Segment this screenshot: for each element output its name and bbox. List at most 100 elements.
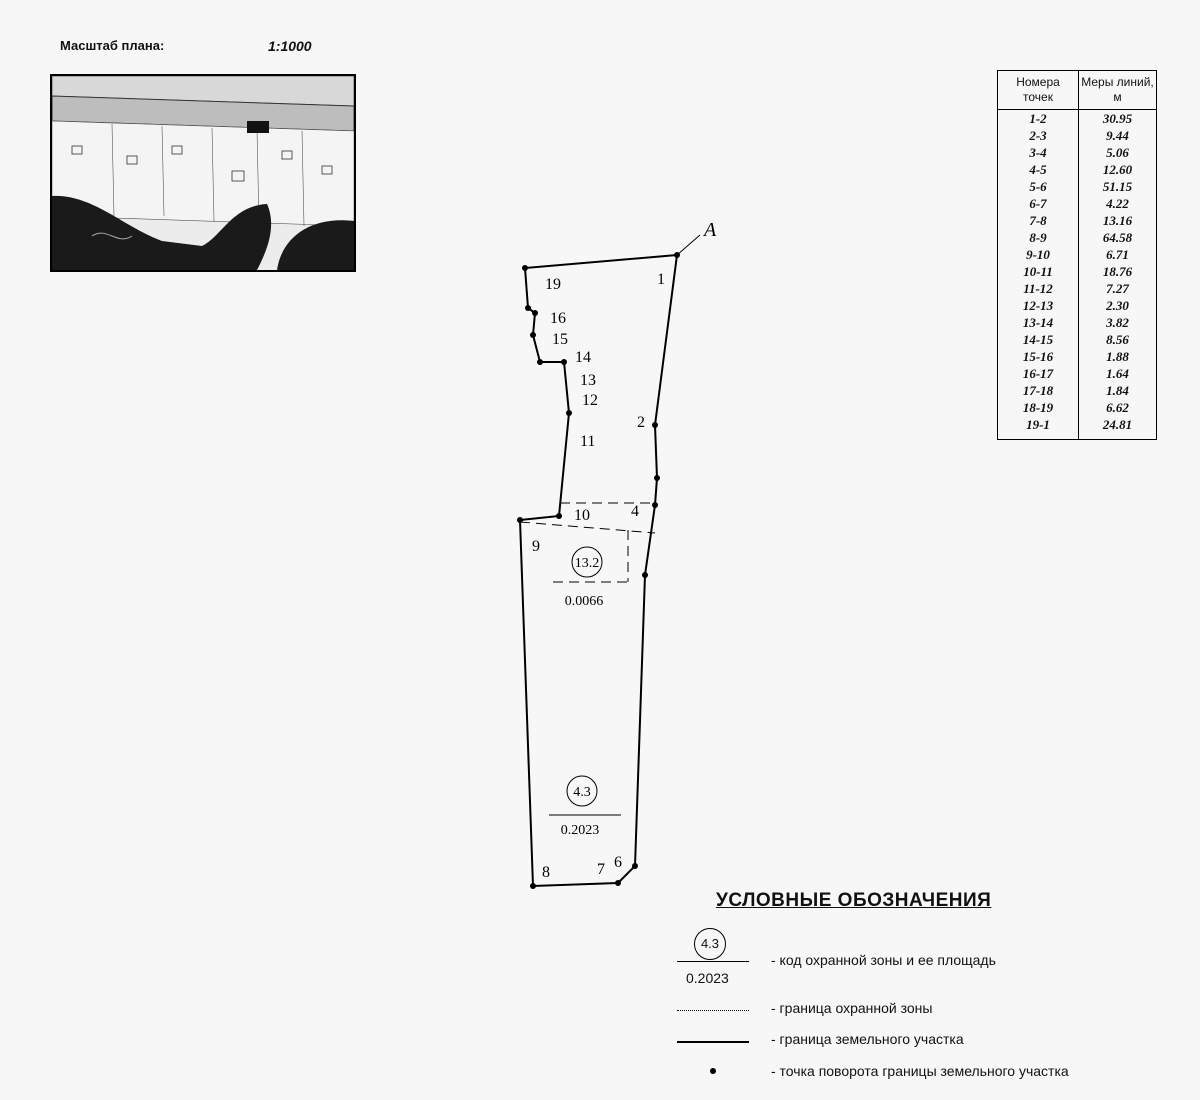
point-label: 4	[631, 503, 639, 520]
legend-zone-code-symbol: 4.3	[694, 928, 726, 960]
legend-turn-point-symbol	[710, 1068, 716, 1074]
point-label: 6	[614, 854, 622, 871]
length-cell: 4.22	[1078, 195, 1157, 212]
length-cell: 1.64	[1078, 365, 1157, 382]
legend-zone-boundary-symbol	[677, 1010, 749, 1011]
point-label: 1	[657, 271, 665, 288]
point-label: 12	[582, 392, 598, 409]
zone-area: 0.0066	[565, 594, 604, 609]
point-label: 15	[552, 331, 568, 348]
segment-cell: 15-16	[997, 348, 1079, 365]
segment-cell: 16-17	[997, 365, 1079, 382]
point-label: 10	[574, 507, 590, 524]
length-cell: 5.06	[1078, 144, 1157, 161]
scale-label: Масштаб плана:	[60, 38, 165, 53]
segment-cell: 4-5	[997, 161, 1079, 178]
segment-cell: 13-14	[997, 314, 1079, 331]
segment-cell: 9-10	[997, 246, 1079, 263]
overview-map-image	[52, 76, 354, 270]
segment-cell: 8-9	[997, 229, 1079, 246]
point-label: 9	[532, 538, 540, 555]
point-label: 2	[637, 414, 645, 431]
protection-zone-boundary	[519, 502, 656, 583]
segment-cell: 14-15	[997, 331, 1079, 348]
legend-zone-area-symbol: 0.2023	[686, 970, 729, 986]
length-cell: 51.15	[1078, 178, 1157, 195]
point-label: 19	[545, 276, 561, 293]
point-label: 13	[580, 372, 596, 389]
legend-zone-boundary-text: - граница охранной зоны	[771, 1000, 933, 1016]
segment-cell: 10-11	[997, 263, 1079, 280]
length-cell: 6.71	[1078, 246, 1157, 263]
legend-parcel-boundary-symbol	[677, 1041, 749, 1043]
zone-label-4-3: 4.3 0.2023	[549, 775, 621, 838]
legend-parcel-boundary-text: - граница земельного участка	[771, 1031, 964, 1047]
segment-cell: 5-6	[997, 178, 1079, 195]
segment-cell: 2-3	[997, 127, 1079, 144]
legend-title: УСЛОВНЫЕ ОБОЗНАЧЕНИЯ	[716, 890, 992, 911]
segment-cell: 6-7	[997, 195, 1079, 212]
point-label: 11	[580, 433, 595, 450]
length-cell: 6.62	[1078, 399, 1157, 416]
legend-zone-divider	[677, 961, 749, 962]
length-cell: 2.30	[1078, 297, 1157, 314]
north-marker: A	[702, 219, 717, 241]
length-cell: 1.84	[1078, 382, 1157, 399]
segment-cell: 18-19	[997, 399, 1079, 416]
length-cell: 24.81	[1078, 416, 1157, 440]
north-leader	[676, 234, 701, 256]
point-label: 8	[542, 864, 550, 881]
length-cell: 13.16	[1078, 212, 1157, 229]
length-cell: 7.27	[1078, 280, 1157, 297]
segment-cell: 12-13	[997, 297, 1079, 314]
segment-cell: 3-4	[997, 144, 1079, 161]
overview-minimap	[50, 74, 356, 272]
length-cell: 3.82	[1078, 314, 1157, 331]
length-cell: 12.60	[1078, 161, 1157, 178]
point-label: 14	[575, 349, 591, 366]
legend-zone-code-text: - код охранной зоны и ее площадь	[771, 952, 996, 968]
zone-area: 0.2023	[561, 823, 600, 838]
segment-cell: 1-2	[997, 109, 1079, 127]
length-cell: 8.56	[1078, 331, 1157, 348]
column-header-points: Номера точек	[997, 70, 1079, 110]
segment-cell: 11-12	[997, 280, 1079, 297]
segment-cell: 17-18	[997, 382, 1079, 399]
point-label: 7	[597, 861, 605, 878]
length-cell: 18.76	[1078, 263, 1157, 280]
legend-turn-point-text: - точка поворота границы земельного учас…	[771, 1063, 1069, 1079]
length-cell: 9.44	[1078, 127, 1157, 144]
turn-points	[517, 252, 680, 889]
length-cell: 64.58	[1078, 229, 1157, 246]
segment-cell: 19-1	[997, 416, 1079, 440]
length-cell: 30.95	[1078, 109, 1157, 127]
zone-code: 4.3	[573, 785, 591, 800]
zone-label-13-2: 13.2 0.0066	[565, 546, 604, 609]
zone-code: 13.2	[575, 556, 600, 571]
scale-value: 1:1000	[268, 38, 312, 54]
segment-cell: 7-8	[997, 212, 1079, 229]
length-cell: 1.88	[1078, 348, 1157, 365]
column-header-lengths: Меры линий, м	[1078, 70, 1157, 110]
point-label: 16	[550, 310, 566, 327]
